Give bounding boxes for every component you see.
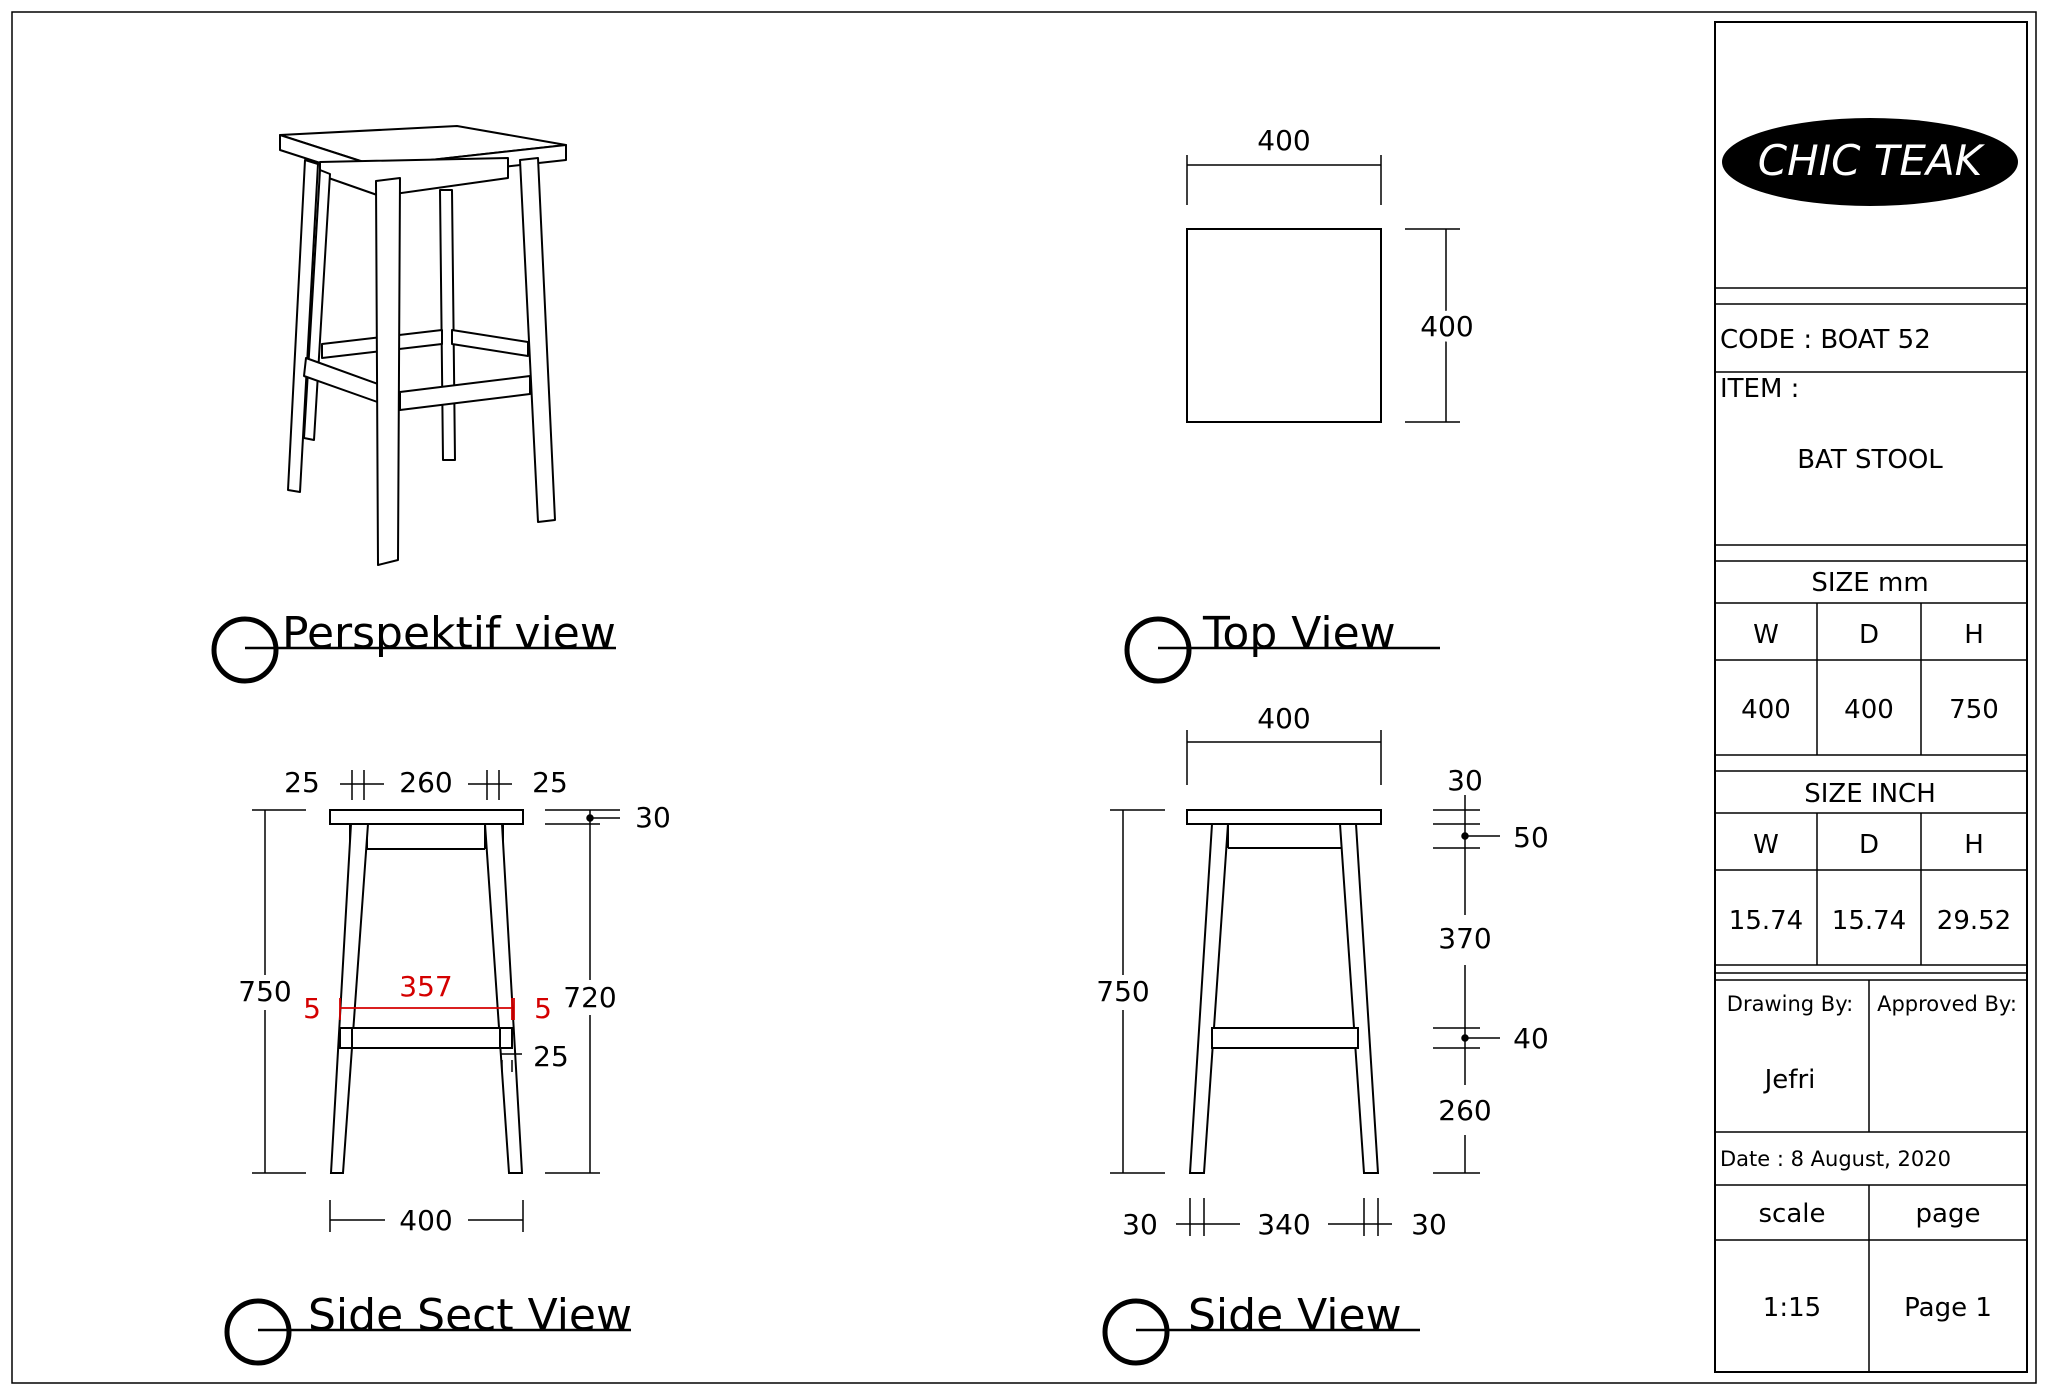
dim-top-thk: 30 [635,801,671,834]
dim-rail: 25 [533,1040,569,1073]
code-text: CODE : BOAT 52 [1720,325,1931,355]
title-block-text: CHIC TEAK CODE : BOAT 52 ITEM : BAT STOO… [1720,118,2018,1323]
inch-d: 15.74 [1832,906,1906,936]
side-view-dims [1110,730,1500,1236]
inch-h: 29.52 [1937,906,2011,936]
side-view [1186,809,1382,1174]
size-inch-label: SIZE INCH [1804,779,1936,809]
view-marker-icon [1124,616,1192,684]
top-depth-dim: 400 [1420,310,1473,343]
sv-height: 750 [1096,975,1149,1008]
top-view: 400 400 [1186,124,1479,423]
sv-leg-left: 30 [1122,1208,1158,1241]
sv-low: 260 [1438,1094,1491,1127]
side-sect-dims [252,770,620,1232]
top-view-seat [1186,228,1382,423]
top-width-dim: 400 [1257,124,1310,157]
size-mm-label: SIZE mm [1811,568,1928,598]
title-block [1714,21,2028,1373]
inch-col-d: D [1859,830,1879,860]
mm-col-h: H [1964,620,1984,650]
dim-gap-right: 5 [534,992,552,1025]
dim-bottom-width: 400 [399,1204,452,1237]
dim-height: 750 [238,975,291,1008]
sv-mid: 370 [1438,922,1491,955]
side-title-text: Side View [1188,1290,1402,1341]
mm-col-d: D [1859,620,1879,650]
side-sect-labels: 25 260 25 30 750 720 357 5 5 25 400 [238,766,671,1237]
side-view-labels: 400 30 50 370 40 260 750 30 340 30 [1096,702,1549,1241]
sv-rail: 40 [1513,1022,1549,1055]
approved-by-label: Approved By: [1877,992,2017,1016]
brand-name: CHIC TEAK [1758,136,1986,185]
perspective-title: Perspektif view [211,608,616,684]
top-title-text: Top View [1202,608,1396,659]
scale-value: 1:15 [1763,1293,1821,1323]
dim-mid: 260 [399,766,452,799]
view-marker-icon [211,616,279,684]
side-sect-red-dim [339,998,515,1020]
item-label: ITEM : [1720,374,1799,404]
sheet-border [11,11,2037,1384]
sv-top-thk: 30 [1447,764,1483,797]
dim-inner-height: 720 [563,981,616,1014]
drawn-by: Jefri [1763,1065,1816,1095]
dim-leg-left: 25 [284,766,320,799]
perspective-title-text: Perspektif view [282,608,616,659]
mm-w: 400 [1741,695,1791,725]
page-value: Page 1 [1904,1293,1992,1323]
inch-col-w: W [1753,830,1779,860]
mm-d: 400 [1844,695,1894,725]
perspective-view [279,125,567,566]
page-label: page [1916,1199,1981,1229]
sv-span: 340 [1257,1208,1310,1241]
item-name: BAT STOOL [1797,445,1943,475]
view-marker-icon [1102,1298,1170,1366]
side-sect-title-text: Side Sect View [308,1290,632,1341]
date-text: Date : 8 August, 2020 [1720,1147,1951,1171]
mm-col-w: W [1753,620,1779,650]
dim-inner-width: 357 [399,970,452,1003]
view-marker-icon [224,1298,292,1366]
inch-col-h: H [1964,830,1984,860]
sv-leg-right: 30 [1411,1208,1447,1241]
side-title: Side View [1102,1290,1420,1366]
inch-w: 15.74 [1729,906,1803,936]
drawn-by-label: Drawing By: [1727,992,1853,1016]
top-title: Top View [1124,608,1440,684]
sv-apron: 50 [1513,821,1549,854]
sv-top-width: 400 [1257,702,1310,735]
side-sect-view [329,809,524,1174]
dim-gap-left: 5 [303,992,321,1025]
scale-label: scale [1759,1199,1826,1229]
brand-logo [1722,118,2018,206]
dim-leg-right: 25 [532,766,568,799]
side-sect-title: Side Sect View [224,1290,632,1366]
mm-h: 750 [1949,695,1999,725]
